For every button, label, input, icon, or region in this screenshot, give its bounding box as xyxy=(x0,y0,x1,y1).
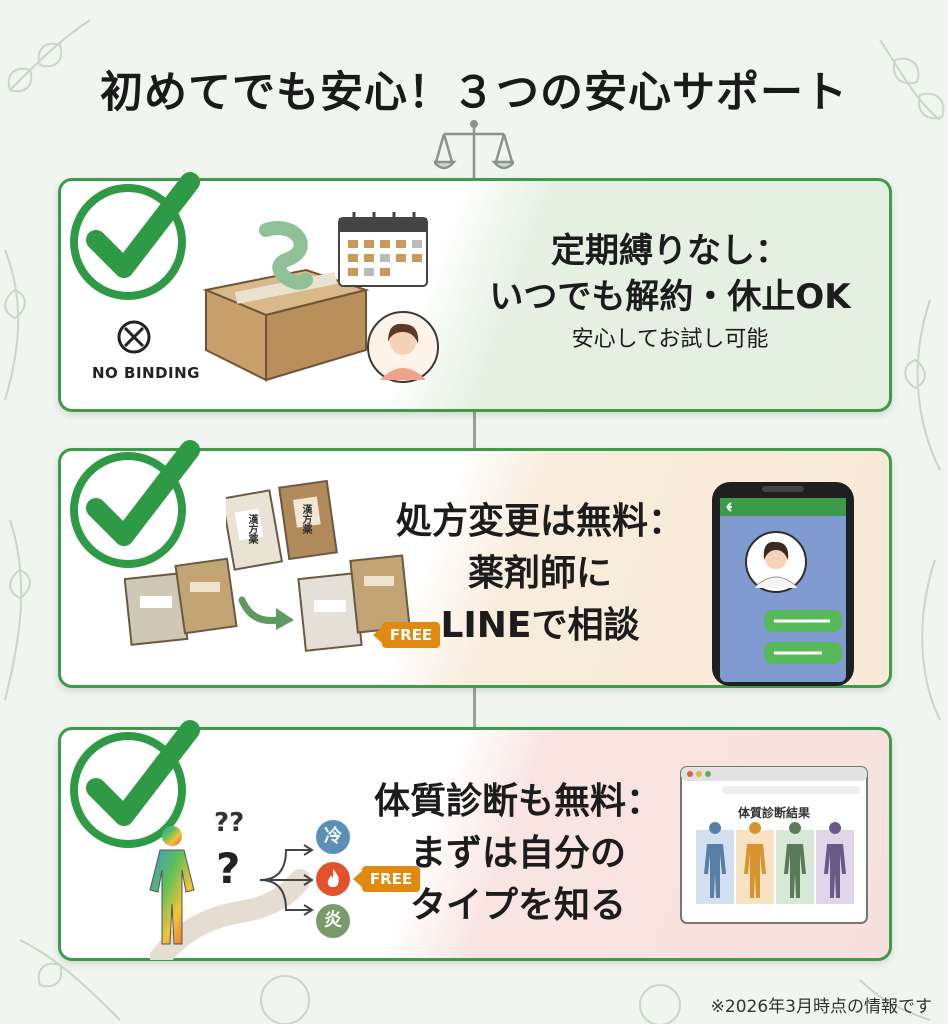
fire-icon xyxy=(316,862,350,896)
card1-heading-line1: 定期縛りなし： xyxy=(551,231,789,271)
no-binding-label: NO BINDING xyxy=(92,364,200,382)
packet-label-2: 漢方薬 xyxy=(300,504,311,534)
card1-heading-line2: いつでも解約・休止OK xyxy=(489,277,851,317)
connector-line-1 xyxy=(473,412,476,448)
card1-text: 定期縛りなし： いつでも解約・休止OK 安心してお試し可能 xyxy=(470,228,870,360)
check-icon xyxy=(70,440,200,568)
card3-heading-line1: 体質診断も無料： xyxy=(373,781,662,822)
person-avatar xyxy=(367,311,439,383)
pharmacist-avatar xyxy=(745,531,807,593)
card2-heading-line3: LINEで相談 xyxy=(440,605,640,646)
support-card-no-binding xyxy=(58,178,892,412)
browser-title: 体質診断結果 xyxy=(737,806,810,820)
calendar-icon xyxy=(338,212,428,287)
box-icon xyxy=(202,221,370,382)
browser-window xyxy=(680,766,868,924)
card2-heading-line2: 薬剤師に xyxy=(467,553,612,594)
phone-icon xyxy=(712,482,854,686)
medicine-packet xyxy=(297,554,411,652)
card2-heading-line1: 処方変更は無料： xyxy=(395,501,684,542)
card2-text: 処方変更は無料： 薬剤師に LINEで相談 xyxy=(380,496,700,652)
type-badge-heat: 炎 xyxy=(316,904,350,938)
medicine-packet xyxy=(124,557,238,646)
no-binding-icon xyxy=(117,320,151,354)
connector-line-2 xyxy=(473,688,476,727)
free-badge: FREE xyxy=(353,866,420,892)
type-badge-cold: 冷 xyxy=(316,820,350,854)
branch-lines xyxy=(259,844,314,916)
free-badge: FREE xyxy=(373,622,440,648)
question-mark-large: ? xyxy=(216,844,241,893)
type-cold-label: 冷 xyxy=(324,826,342,847)
card3-text: 体質診断も無料： まずは自分の タイプを知る xyxy=(358,776,678,932)
footnote: ※2026年3月時点の情報です xyxy=(710,997,932,1017)
page-title: 初めてでも安心！３つの安心サポート xyxy=(100,68,848,118)
check-icon xyxy=(70,172,200,300)
packet-label-1: 漢方薬 xyxy=(246,514,257,544)
body-figure xyxy=(149,826,195,945)
card3-heading-line3: タイプを知る xyxy=(409,885,626,926)
arrow-icon xyxy=(238,596,294,630)
check-icon xyxy=(70,720,200,848)
question-marks-small: ?? xyxy=(214,808,245,838)
type-heat-label: 炎 xyxy=(324,910,342,931)
card1-subtext: 安心してお試し可能 xyxy=(571,327,769,352)
card3-heading-line2: まずは自分の xyxy=(409,833,626,874)
medicine-packet xyxy=(226,480,338,571)
